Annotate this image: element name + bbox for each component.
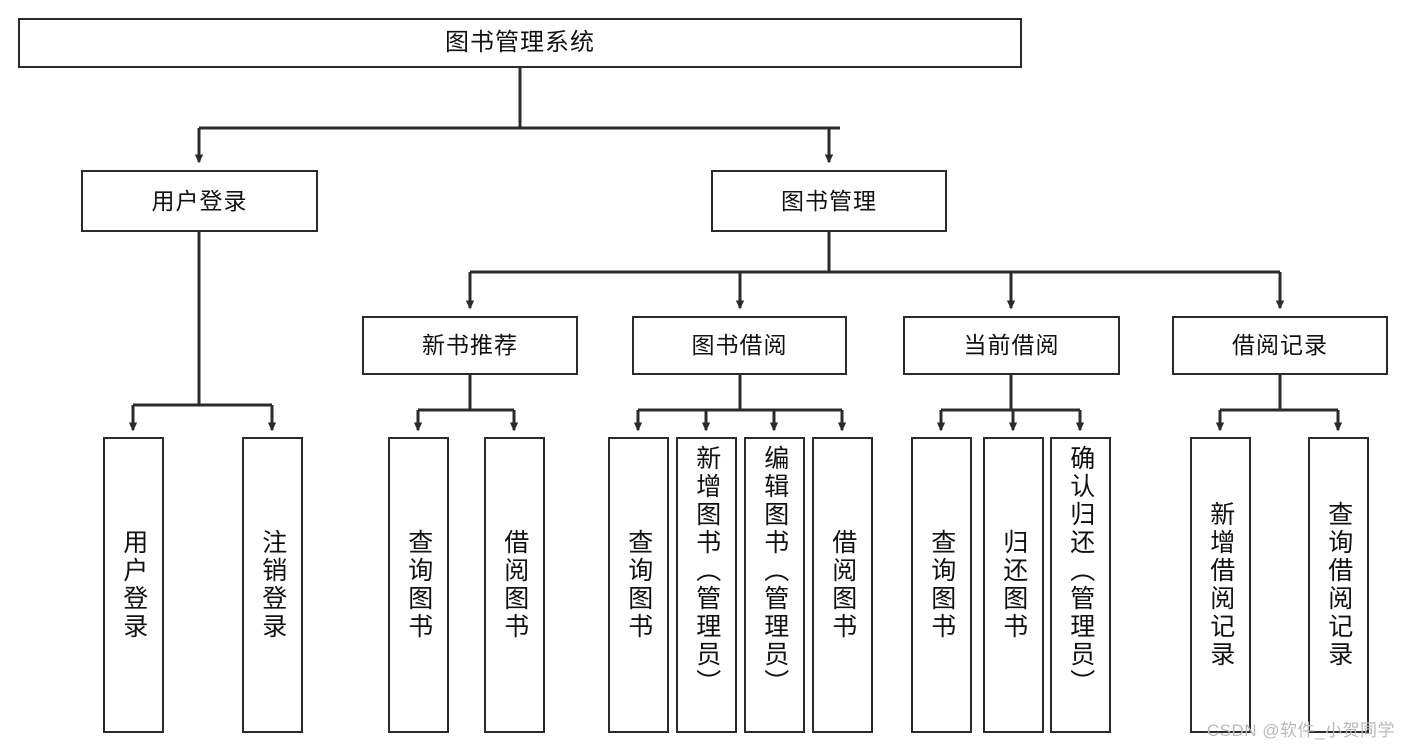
leaf-add-borrow-record[interactable]: 新增借阅记录 [1190,437,1251,733]
node-label: 图书管理系统 [445,29,595,56]
node-label: 图书管理 [781,187,877,214]
leaf-label: 确认归还（管理员） [1066,445,1095,697]
node-root[interactable]: 图书管理系统 [18,18,1022,68]
leaf-return-book[interactable]: 归还图书 [983,437,1044,733]
leaf-label: 新增图书（管理员） [692,445,721,697]
leaf-confirm-return-admin[interactable]: 确认归还（管理员） [1050,437,1111,733]
leaf-label: 查询图书 [404,529,433,641]
leaf-label: 归还图书 [999,529,1028,641]
leaf-logout[interactable]: 注销登录 [242,437,303,733]
watermark-text: CSDN @软件_小贺同学 [1206,721,1395,740]
leaf-query-book-recommend[interactable]: 查询图书 [388,437,449,733]
node-borrow-record[interactable]: 借阅记录 [1172,316,1388,375]
node-current-borrow[interactable]: 当前借阅 [903,316,1120,375]
node-label: 当前借阅 [963,332,1060,359]
leaf-user-login[interactable]: 用户登录 [103,437,164,733]
node-new-book-recommend[interactable]: 新书推荐 [362,316,578,375]
node-label: 新书推荐 [422,332,518,359]
node-label: 借阅记录 [1232,332,1328,359]
leaf-borrow-book[interactable]: 借阅图书 [812,437,873,733]
leaf-label: 编辑图书（管理员） [760,445,789,697]
leaf-label: 查询图书 [927,529,956,641]
leaf-edit-book-admin[interactable]: 编辑图书（管理员） [744,437,805,733]
node-book-management[interactable]: 图书管理 [711,170,947,232]
leaf-query-book-current[interactable]: 查询图书 [911,437,972,733]
node-label: 用户登录 [151,187,248,214]
node-user-login[interactable]: 用户登录 [81,170,318,232]
leaf-label: 用户登录 [119,529,148,641]
leaf-query-borrow-record[interactable]: 查询借阅记录 [1308,437,1369,733]
leaf-label: 注销登录 [258,529,287,641]
leaf-query-book-borrow[interactable]: 查询图书 [608,437,669,733]
leaf-label: 查询借阅记录 [1324,501,1353,669]
leaf-label: 借阅图书 [828,529,857,641]
node-book-borrow[interactable]: 图书借阅 [632,316,847,375]
leaf-label: 借阅图书 [500,529,529,641]
node-label: 图书借阅 [691,332,788,359]
leaf-label: 查询图书 [624,529,653,641]
leaf-add-book-admin[interactable]: 新增图书（管理员） [676,437,737,733]
leaf-borrow-book-recommend[interactable]: 借阅图书 [484,437,545,733]
leaf-label: 新增借阅记录 [1206,501,1235,669]
